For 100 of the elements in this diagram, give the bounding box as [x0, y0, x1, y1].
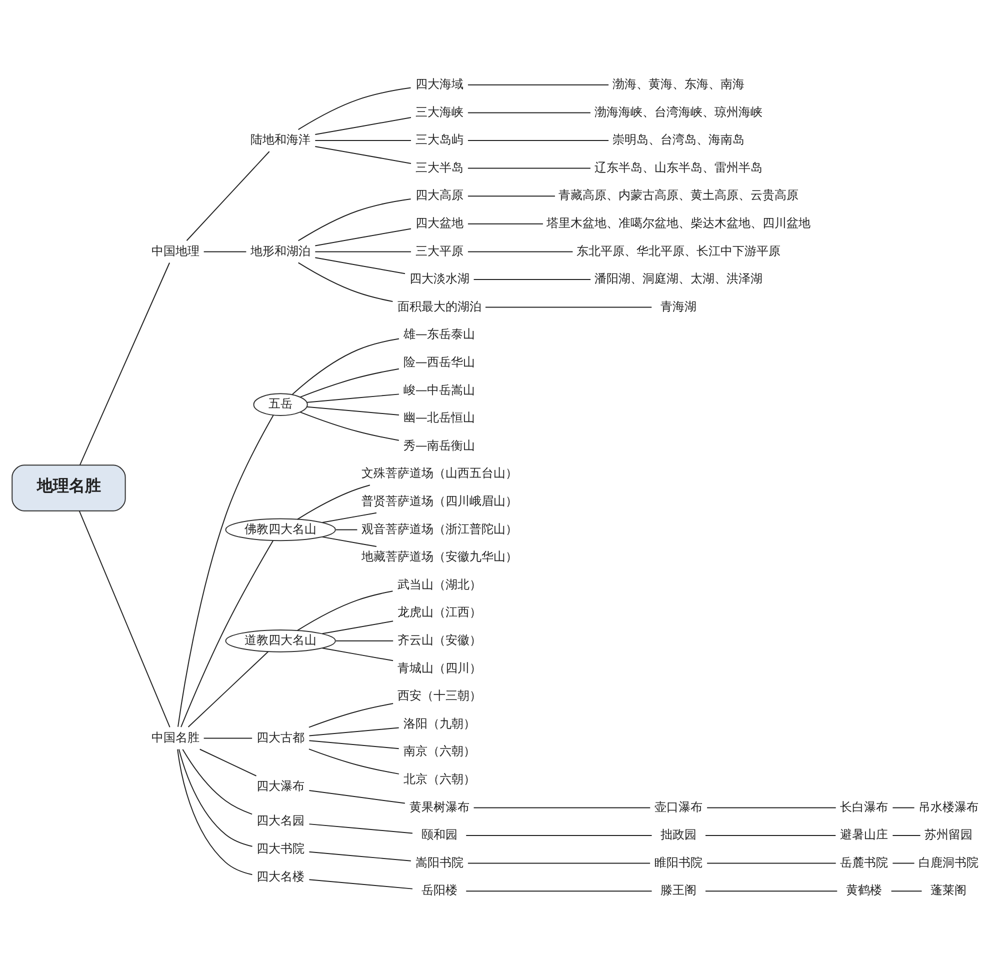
node-text: 文殊菩萨道场（山西五台山） [361, 466, 518, 480]
node-text: 普贤菩萨道场（四川峨眉山） [361, 493, 518, 508]
node-text: 龙虎山（江西） [397, 604, 482, 619]
connector [335, 640, 394, 641]
connector [203, 250, 247, 252]
node-text: 四大古都 [256, 730, 305, 744]
connector [322, 620, 394, 634]
connector [467, 84, 610, 85]
node-text: 秀—南岳衡山 [403, 438, 476, 452]
connector [466, 890, 652, 892]
node-text: 嵩阳书院 [415, 854, 464, 869]
node-text: 中国名胜 [151, 730, 200, 744]
connector [300, 411, 400, 440]
connector [704, 834, 836, 836]
node-text: 南京（六朝） [403, 744, 476, 758]
node-text: 西安（十三朝） [397, 688, 482, 702]
connector [467, 250, 574, 252]
node-text: 黄果树瀑布 [409, 799, 470, 814]
connector [308, 850, 412, 861]
connector [78, 510, 170, 728]
connector [467, 112, 591, 113]
node-text: 地形和湖泊 [250, 243, 311, 258]
connector [308, 790, 406, 804]
node-text: 三大海峡 [415, 104, 464, 118]
node-text: 塔里木盆地、准噶尔盆地、柴达木盆地、四川盆地 [546, 215, 811, 230]
connector [335, 528, 358, 530]
connector [298, 198, 412, 241]
connector [292, 338, 400, 394]
node-text: 滕王阁 [660, 882, 697, 897]
connector [177, 748, 253, 875]
connector [306, 393, 400, 402]
node-text: 武当山（湖北） [397, 576, 482, 591]
node-text: 壶口瀑布 [654, 799, 703, 814]
connector [322, 647, 394, 661]
node-text: 避暑山庄 [840, 827, 888, 842]
node-text: 四大瀑布 [256, 778, 305, 792]
connector [308, 726, 400, 736]
connector [892, 862, 915, 864]
node-text: 渤海海峡、台湾海峡、琼州海峡 [594, 104, 763, 118]
node-text: 白鹿洞书院 [918, 854, 979, 869]
node-text: 岳阳楼 [421, 882, 458, 897]
node-text: 险—西岳华山 [403, 354, 476, 368]
node-text: 渤海、黄海、东海、南海 [612, 76, 745, 90]
node-text: 四大书院 [256, 840, 305, 855]
node-text: 三大岛屿 [415, 132, 464, 146]
connector [890, 890, 922, 892]
node-text: 洛阳（九朝） [403, 716, 476, 730]
connector [314, 145, 412, 164]
node-text: 观音菩萨道场（浙江普陀山） [361, 521, 518, 536]
connector [322, 512, 377, 522]
connector [178, 414, 274, 727]
node-box: 地理名胜 [12, 464, 126, 511]
connector [466, 834, 652, 836]
connector [296, 590, 394, 630]
connector [79, 262, 170, 465]
node-text: 蓬莱阁 [930, 882, 967, 897]
node-text: 颐和园 [421, 827, 458, 842]
node-text: 中国地理 [151, 243, 200, 258]
node-text: 地藏菩萨道场（安徽九华山） [361, 549, 518, 564]
node-text: 青海湖 [660, 298, 697, 313]
node-text: 拙政园 [660, 827, 697, 842]
connector [314, 256, 406, 274]
connector [188, 650, 269, 728]
node-text: 青城山（四川） [397, 660, 482, 674]
node-text: 岳麓书院 [840, 854, 888, 869]
node-text: 睢阳书院 [654, 854, 703, 869]
connector [473, 278, 592, 280]
connector [186, 150, 270, 241]
connector [308, 702, 394, 728]
connector [298, 86, 412, 130]
connector [203, 737, 253, 738]
connector [892, 834, 921, 836]
connector [308, 740, 400, 749]
connector [706, 862, 836, 864]
connector [892, 806, 915, 808]
node-text: 陆地和海洋 [250, 132, 311, 146]
connector [298, 262, 394, 302]
connector [484, 306, 652, 308]
node-text: 四大高原 [415, 188, 464, 202]
node-text: 崇明岛、台湾岛、海南岛 [612, 132, 745, 146]
node-ellipse: 佛教四大名山 [225, 518, 336, 541]
node-text: 四大盆地 [415, 215, 464, 230]
node-text: 东北平原、华北平原、长江中下游平原 [576, 243, 781, 258]
node-text: 吊水楼瀑布 [918, 799, 979, 814]
connector [199, 748, 257, 776]
connector [182, 748, 253, 814]
connector [322, 536, 377, 547]
connector [706, 806, 836, 808]
connector [306, 406, 400, 416]
connector [467, 167, 591, 168]
connector [178, 748, 253, 846]
connector [314, 228, 412, 246]
connector [300, 368, 400, 398]
node-text: 四大名楼 [256, 868, 305, 883]
node-text: 苏州留园 [924, 827, 973, 842]
connector [473, 806, 651, 808]
node-text: 三大平原 [415, 243, 464, 258]
connector [308, 748, 400, 774]
node-text: 齐云山（安徽） [397, 632, 482, 646]
node-text: 四大名园 [256, 813, 305, 828]
